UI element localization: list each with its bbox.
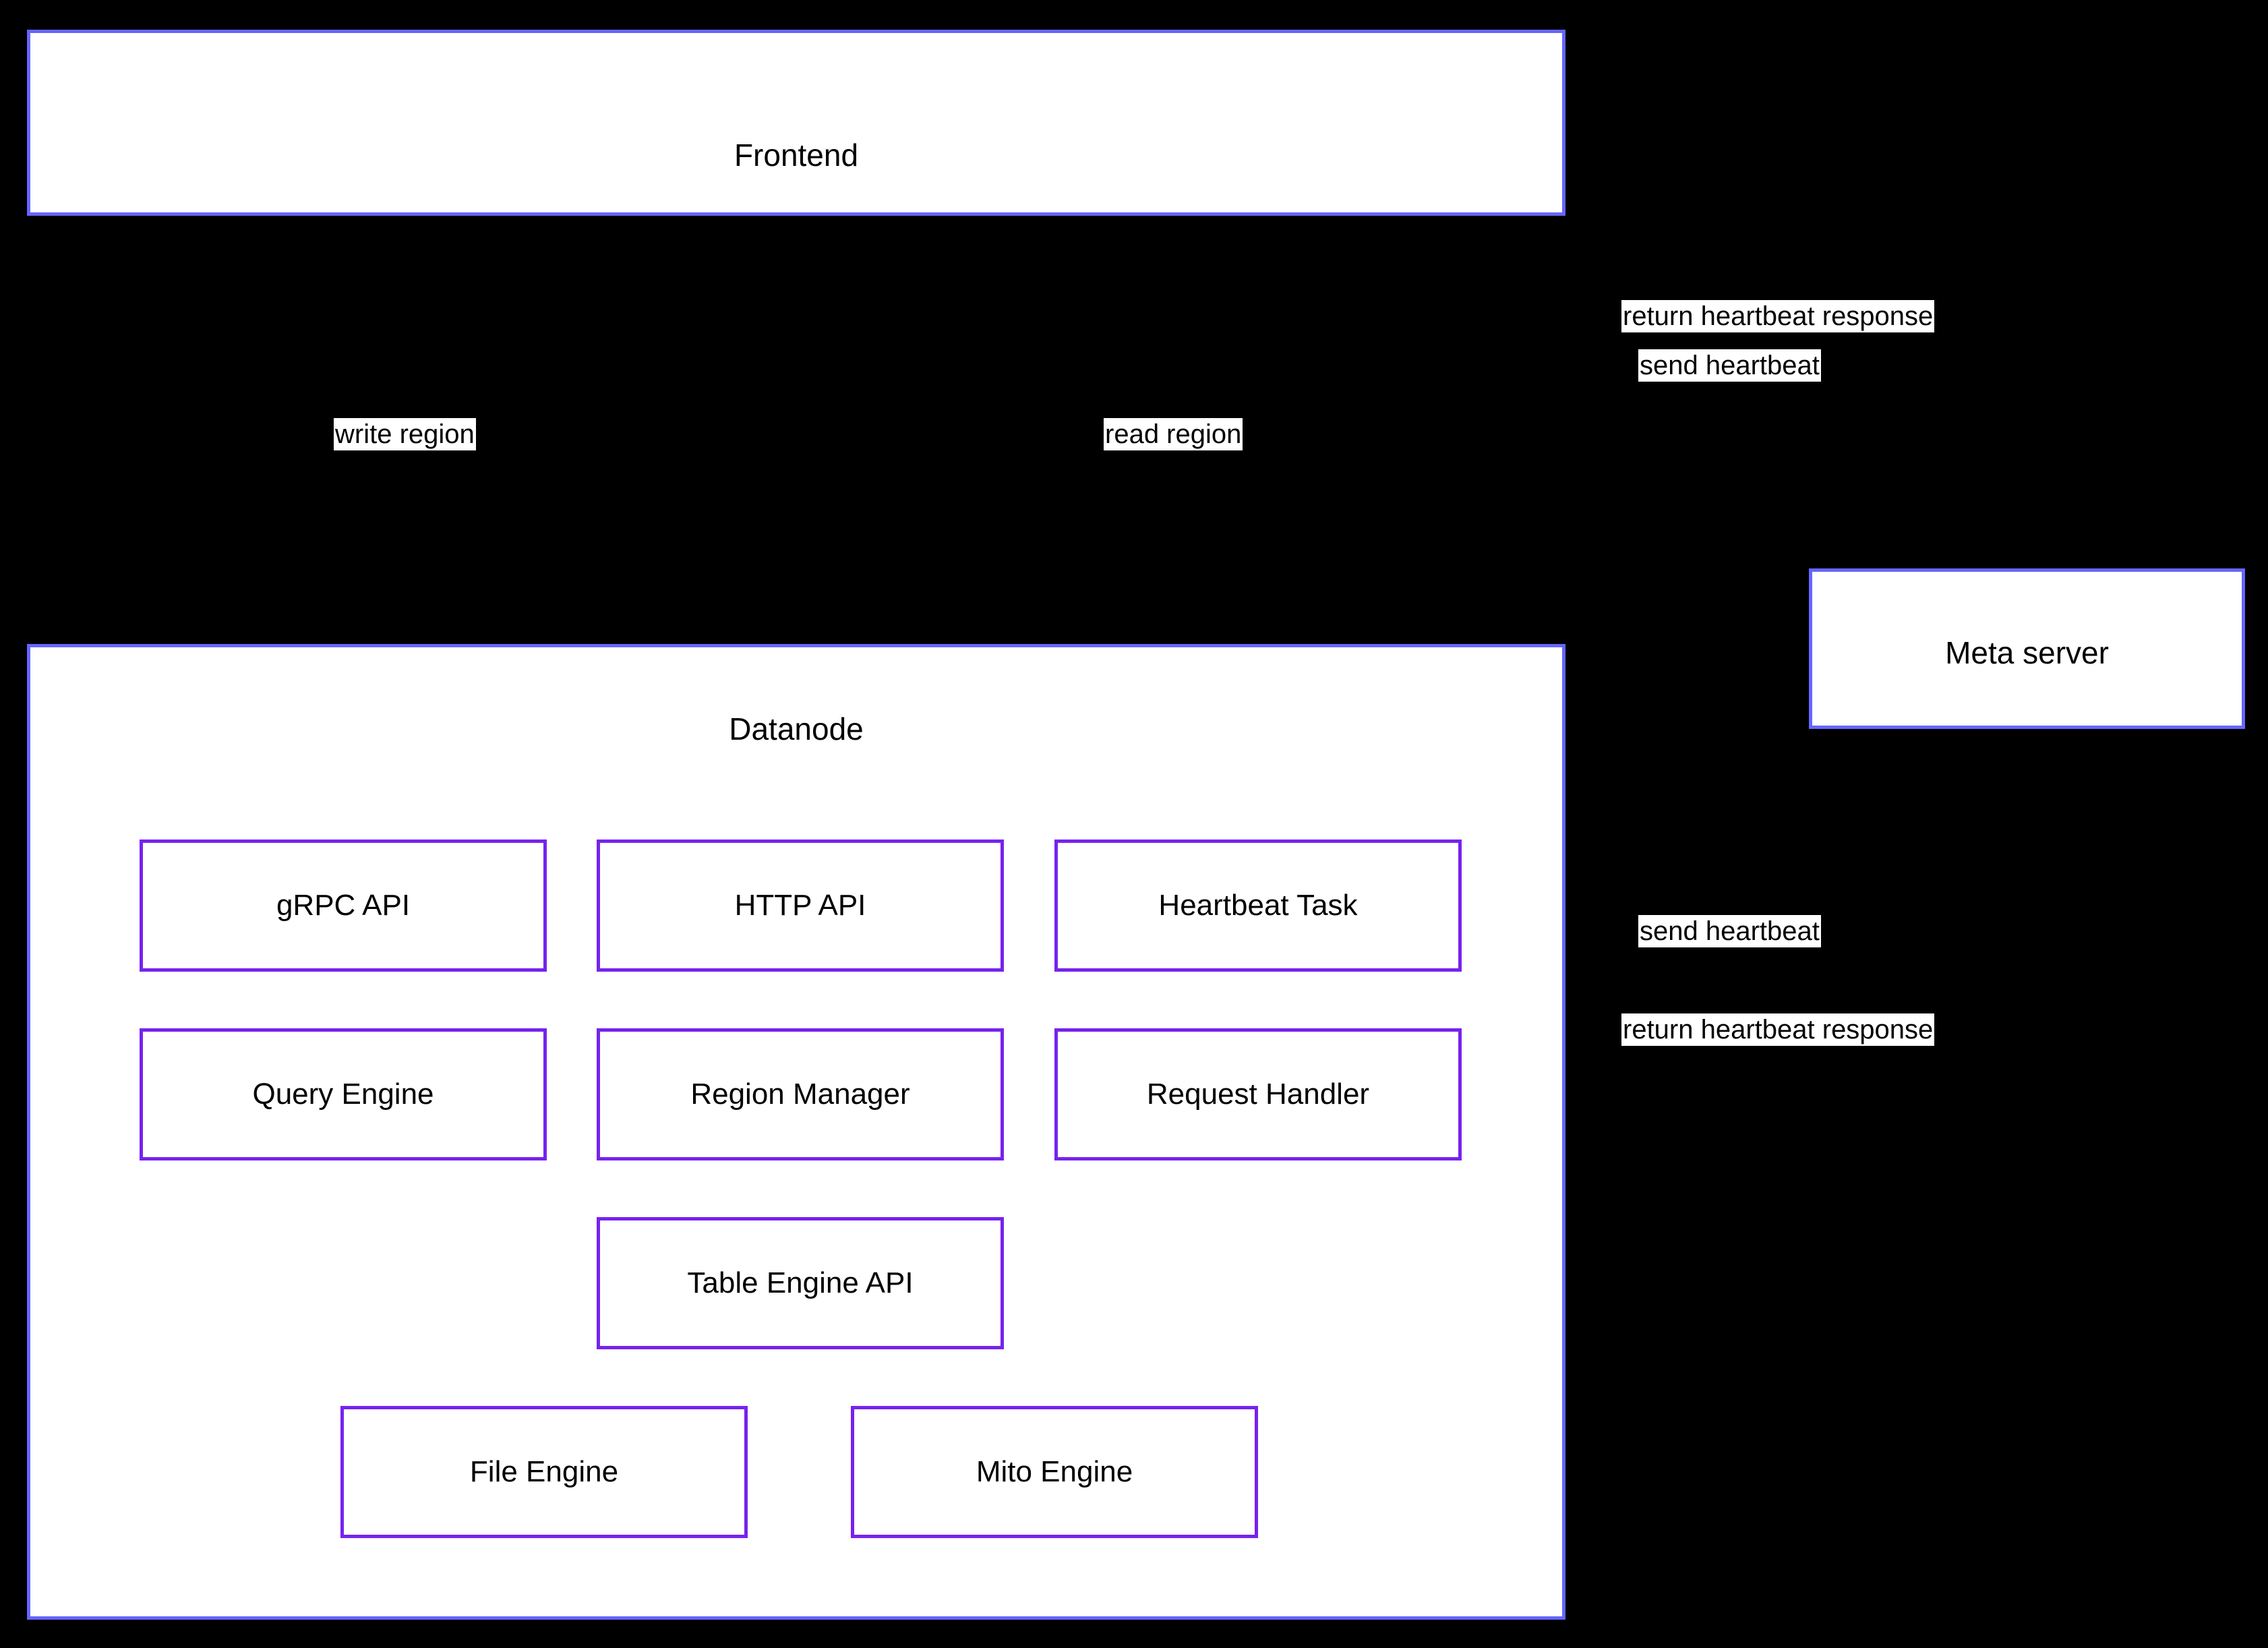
edge-label-datanode-return-heartbeat-response: return heartbeat response [1621, 1013, 1935, 1046]
subnode-file-engine[interactable]: File Engine [340, 1406, 748, 1538]
node-frontend-label: Frontend [734, 138, 859, 173]
node-frontend[interactable]: Frontend [27, 30, 1565, 216]
edge-label-read-region: read region [1104, 418, 1243, 450]
edge-label-frontend-send-heartbeat: send heartbeat [1638, 349, 1821, 382]
edge-write-region-arrowhead [405, 632, 419, 644]
subnode-http-api-label: HTTP API [734, 888, 866, 922]
subnode-region-manager-label: Region Manager [690, 1077, 910, 1111]
node-meta-server[interactable]: Meta server [1809, 568, 2245, 729]
edge-datanode-meta-horizontal-a [1565, 1132, 2004, 1135]
edge-frontend-meta-arrowhead [1996, 556, 2011, 568]
subnode-mito-engine-label: Mito Engine [976, 1454, 1133, 1488]
subnode-heartbeat-task[interactable]: Heartbeat Task [1054, 840, 1462, 972]
node-datanode-label: Datanode [729, 711, 864, 746]
node-meta-server-label: Meta server [1945, 635, 2109, 670]
edge-frontend-meta-vertical [2002, 216, 2005, 568]
subnode-file-engine-label: File Engine [469, 1454, 619, 1488]
subnode-table-engine-api[interactable]: Table Engine API [597, 1217, 1004, 1349]
subnode-region-manager[interactable]: Region Manager [597, 1028, 1004, 1160]
subnode-query-engine-label: Query Engine [252, 1077, 434, 1111]
edge-label-write-region: write region [334, 418, 476, 450]
subnode-grpc-api[interactable]: gRPC API [140, 840, 547, 972]
subnode-request-handler-label: Request Handler [1146, 1077, 1370, 1111]
edge-read-region-arrowhead [1177, 216, 1192, 228]
subnode-grpc-api-label: gRPC API [276, 888, 411, 922]
edge-label-datanode-send-heartbeat: send heartbeat [1638, 915, 1821, 947]
subnode-table-engine-api-label: Table Engine API [687, 1266, 914, 1299]
subnode-query-engine[interactable]: Query Engine [140, 1028, 547, 1160]
subnode-http-api[interactable]: HTTP API [597, 840, 1004, 972]
edge-datanode-meta-vertical-a [2002, 729, 2005, 1134]
edge-datanode-meta-horizontal-b [1565, 1332, 1890, 1334]
subnode-heartbeat-task-label: Heartbeat Task [1158, 888, 1358, 922]
subnode-request-handler[interactable]: Request Handler [1054, 1028, 1462, 1160]
node-datanode[interactable]: Datanode gRPC API HTTP API Heartbeat Tas… [27, 644, 1565, 1620]
edge-label-frontend-return-heartbeat-response: return heartbeat response [1621, 300, 1935, 332]
subnode-mito-engine[interactable]: Mito Engine [851, 1406, 1258, 1538]
